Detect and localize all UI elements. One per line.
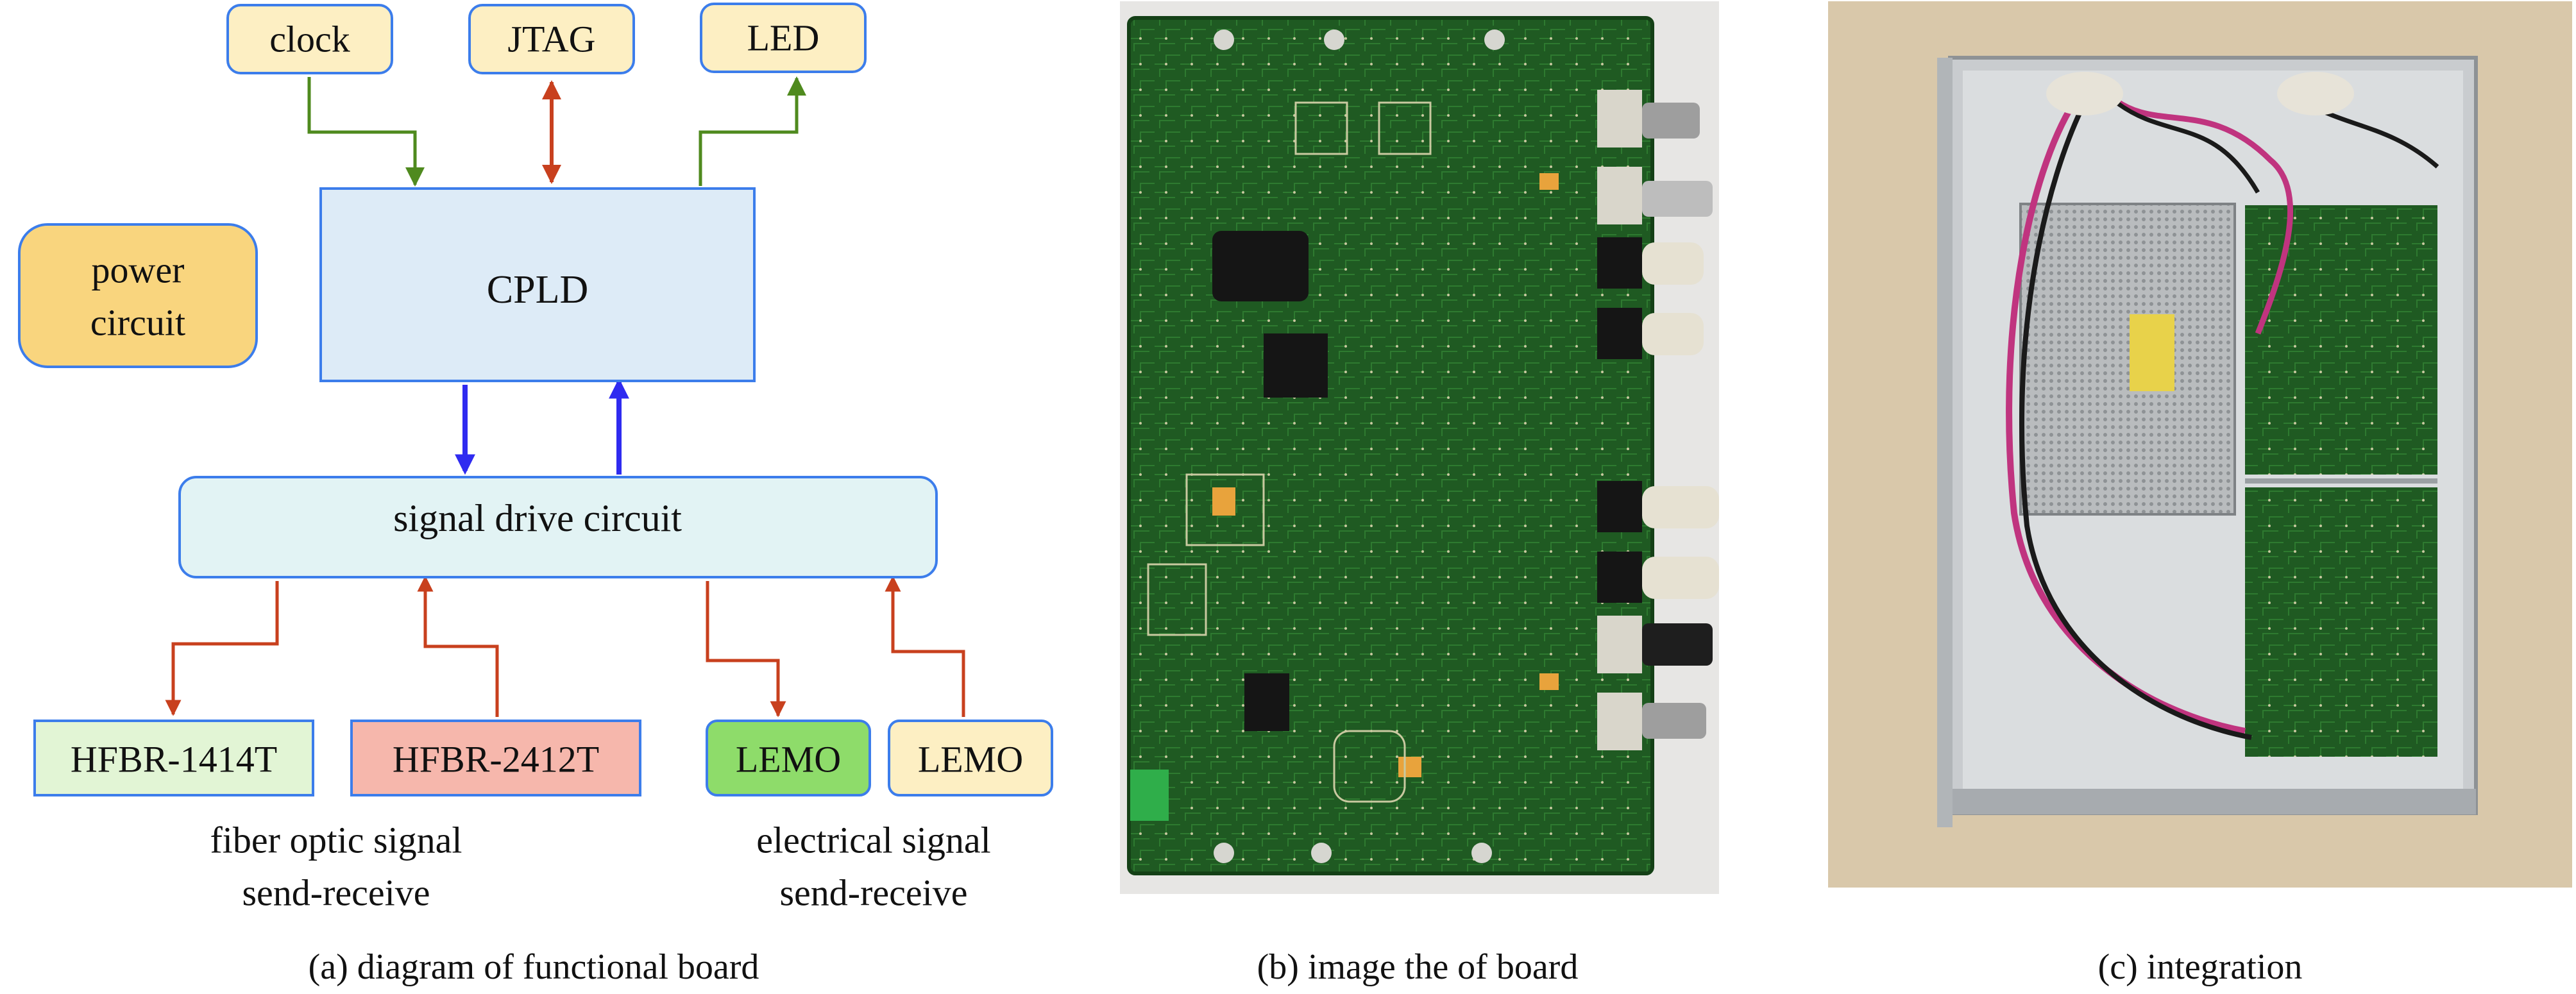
- panel-a-diagram: clock JTAG LED power circuit CPLD signal…: [18, 3, 1053, 987]
- block-hfbr-2412t: HFBR-2412T: [350, 720, 641, 796]
- arrow-drive-to-hfbr-tx: [165, 581, 279, 716]
- arrow-clock-to-cpld: [307, 77, 425, 187]
- block-lemo-in-label: LEMO: [918, 739, 1023, 780]
- block-jtag: JTAG: [468, 4, 635, 74]
- caption-panel-c: (c) integration: [2098, 947, 2303, 987]
- block-power-label-line2: circuit: [90, 302, 185, 344]
- fiber-group-label-line2: send-receive: [242, 872, 430, 914]
- arrow-cpld-to-led: [699, 76, 806, 186]
- panel-b-board-photo: (b) image the of board: [1120, 1, 1719, 987]
- integrated-boards: [2245, 205, 2437, 757]
- fiber-group-label-line1: fiber optic signal: [210, 820, 462, 861]
- block-power-label-line1: power: [92, 249, 185, 291]
- block-hfbr-tx-label: HFBR-1414T: [71, 739, 277, 780]
- fan-mount-right: [2277, 72, 2354, 115]
- caption-panel-b: (b) image the of board: [1257, 947, 1579, 987]
- block-signal-drive-label: signal drive circuit: [393, 497, 682, 539]
- block-signal-drive-circuit: signal drive circuit: [178, 476, 938, 578]
- arrow-drive-to-lemo-out: [706, 581, 786, 718]
- power-supply-module: [2019, 203, 2236, 516]
- arrow-hfbr-rx-to-drive: [417, 575, 499, 717]
- electrical-group-label-line2: send-receive: [779, 872, 967, 914]
- connection-arrows: [165, 76, 965, 718]
- arrow-lemo-in-to-drive: [885, 575, 965, 717]
- caption-panel-a: (a) diagram of functional board: [309, 947, 759, 987]
- pcb-board: [1127, 16, 1654, 875]
- block-lemo-out-label: LEMO: [736, 739, 841, 780]
- block-cpld: CPLD: [319, 187, 756, 382]
- internal-cables: [2006, 94, 2439, 740]
- block-clock-label: clock: [269, 19, 350, 60]
- block-lemo-input: LEMO: [888, 720, 1053, 796]
- panel-c-integration-photo: (c) integration: [1828, 1, 2572, 987]
- block-cpld-label: CPLD: [487, 268, 588, 312]
- power-terminal: [1130, 770, 1169, 821]
- block-clock: clock: [226, 4, 393, 74]
- block-jtag-label: JTAG: [507, 19, 595, 60]
- fan-mount-left: [2046, 72, 2123, 115]
- block-led: LED: [700, 3, 867, 73]
- block-hfbr-rx-label: HFBR-2412T: [393, 739, 599, 780]
- block-power-circuit: power circuit: [18, 223, 258, 368]
- electrical-group-label-line1: electrical signal: [756, 820, 991, 861]
- block-hfbr-1414t: HFBR-1414T: [33, 720, 314, 796]
- board-connectors: [1597, 90, 1719, 750]
- block-led-label: LED: [747, 17, 820, 59]
- block-lemo-output: LEMO: [706, 720, 871, 796]
